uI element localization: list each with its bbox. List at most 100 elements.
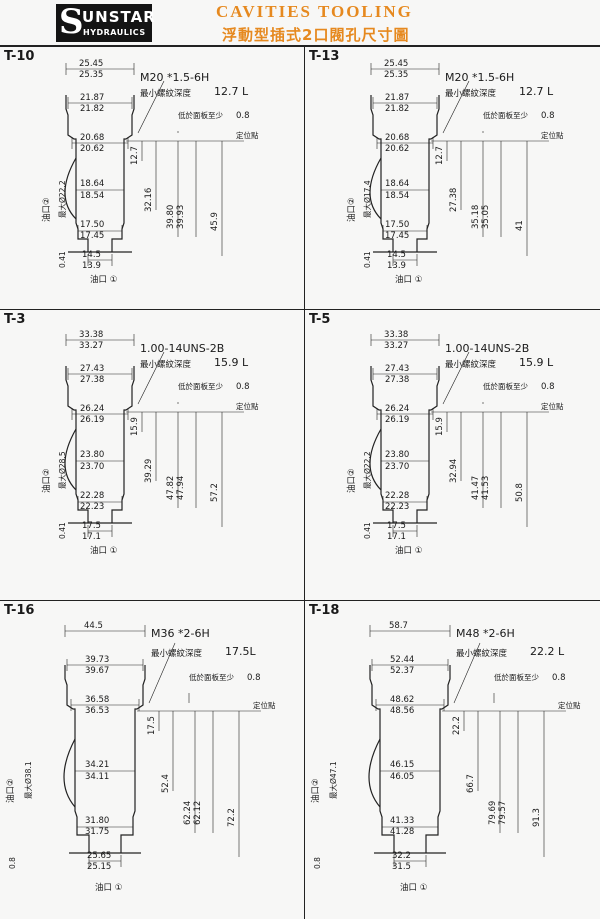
thread-spec: M36 *2-6H [151, 627, 210, 640]
dia-3-min: 36.53 [85, 706, 110, 716]
dia-6-max: 17.5 [387, 521, 406, 531]
thread-spec: M20 *1.5-6H [445, 71, 515, 84]
dia-6-max: 32.2 [392, 851, 411, 861]
port-2-label: 油口② [311, 778, 321, 803]
dia-5-min: 22.23 [80, 502, 105, 512]
depth-4-value: 91.3 [532, 808, 542, 827]
below-face-label: 低於面板至少 [483, 382, 528, 391]
cavity-wall [65, 95, 89, 252]
dia-1-max: 58.7 [389, 621, 408, 631]
port-bulge [63, 738, 76, 808]
port-2-label: 油口② [6, 778, 16, 803]
dia-5-max: 31.80 [85, 816, 110, 826]
dia-6-min: 17.1 [387, 532, 406, 542]
below-face-value: 0.8 [247, 673, 261, 683]
position-point-label: 定位點 [236, 402, 259, 411]
below-face-label: 低於面板至少 [494, 673, 539, 682]
depth-1-value: 17.5 [147, 716, 157, 735]
dia-3-min: 20.62 [80, 144, 105, 154]
depth-1-value: 12.7 [130, 146, 140, 165]
dia-6-min: 13.9 [82, 261, 101, 271]
position-point-label: 定位點 [541, 402, 564, 411]
depth-2-value: 32.94 [449, 458, 459, 483]
dia-4-min: 18.54 [80, 191, 105, 201]
cavity-wall [65, 366, 89, 523]
panel-title: T-3 [4, 312, 26, 327]
dia-6-max: 17.5 [82, 521, 101, 531]
max-diameter-label: 最大Ø17.4 [363, 180, 372, 218]
cavity-panel-t-10: T-10 M20 *1.5-6H 最小螺紋深度 12.7 L 低於面板至少 0.… [0, 47, 304, 309]
depth-3-min: 35.05 [481, 204, 491, 229]
dia-3-min: 26.19 [385, 415, 410, 425]
dia-3-max: 48.62 [390, 695, 415, 705]
row-divider-1 [0, 309, 600, 310]
dia-6-min: 13.9 [387, 261, 406, 271]
port-bulge [369, 428, 382, 491]
dia-6-max: 14.5 [387, 250, 406, 260]
below-face-label: 低於面板至少 [189, 673, 234, 682]
position-point-label: 定位點 [253, 701, 276, 710]
dia-4-min: 23.70 [385, 462, 410, 472]
depth-3-max: 62.24 [183, 800, 193, 825]
below-face-value: 0.8 [236, 111, 250, 121]
dia-2-min: 52.37 [390, 666, 415, 676]
depth-3-max: 35.18 [471, 204, 481, 229]
thread-spec: 1.00-14UNS-2B [445, 342, 530, 355]
depth-3-min: 62.12 [193, 800, 203, 825]
dia-1-max: 33.38 [384, 330, 409, 340]
depth-3-min: 39.93 [176, 204, 186, 229]
depth-1-value: 15.9 [435, 417, 445, 436]
depth-4-value: 72.2 [227, 808, 237, 827]
dia-2-max: 52.44 [390, 655, 415, 665]
port-bulge [369, 157, 382, 220]
dia-4-max: 23.80 [80, 450, 105, 460]
dia-6-max: 25.65 [87, 851, 112, 861]
cavity-drawing [63, 625, 261, 867]
depth-2-value: 32.16 [144, 187, 154, 212]
depth-1-value: 22.2 [452, 716, 462, 735]
dia-4-max: 46.15 [390, 760, 415, 770]
logo-name: UNSTAR [82, 8, 156, 26]
max-diameter-label: 最大Ø38.1 [24, 761, 33, 799]
dia-1-max: 25.45 [79, 59, 104, 69]
position-point-label: 定位點 [541, 131, 564, 140]
cavity-wall [425, 665, 451, 853]
depth-4-value: 41 [515, 220, 525, 231]
thread-depth-value: 22.2 L [530, 645, 565, 658]
thread-depth-value: 15.9 L [214, 356, 249, 369]
dia-3-max: 26.24 [80, 404, 105, 414]
thread-depth-value: 12.7 L [214, 85, 249, 98]
below-face-label: 低於面板至少 [178, 382, 223, 391]
dia-5-min: 41.28 [390, 827, 415, 837]
depth-3-min: 79.57 [498, 800, 508, 825]
depth-4-value: 57.2 [210, 483, 220, 502]
port-bulge [64, 157, 77, 220]
bottom-offset-value: 0.41 [363, 251, 372, 268]
panel-title: T-16 [4, 603, 35, 618]
dia-1-min: 33.27 [384, 341, 409, 351]
column-divider [304, 45, 305, 919]
dia-3-max: 26.24 [385, 404, 410, 414]
thread-depth-value: 12.7 L [519, 85, 554, 98]
below-face-label: 低於面板至少 [178, 111, 223, 120]
port-2-label: 油口② [42, 197, 52, 222]
dia-1-min: 25.35 [384, 70, 409, 80]
cavity-wall [120, 665, 146, 853]
dia-4-max: 18.64 [385, 179, 410, 189]
depth-2-value: 52.4 [161, 774, 171, 793]
depth-4-value: 50.8 [515, 483, 525, 502]
dia-1-max: 33.38 [79, 330, 104, 340]
dia-1-max: 25.45 [384, 59, 409, 69]
dia-4-max: 34.21 [85, 760, 110, 770]
below-face-value: 0.8 [541, 382, 555, 392]
dia-1-max: 44.5 [84, 621, 103, 631]
thread-leader [453, 642, 481, 704]
dia-2-min: 21.82 [80, 104, 105, 114]
cavity-panel-t-5: T-5 1.00-14UNS-2B 最小螺紋深度 15.9 L 低於面板至少 0… [305, 310, 600, 600]
thread-leader [442, 80, 470, 134]
below-face-label: 低於面板至少 [483, 111, 528, 120]
depth-3-max: 41.47 [471, 475, 481, 500]
dia-5-max: 17.50 [80, 220, 105, 230]
position-point-label: 定位點 [236, 131, 259, 140]
dia-4-min: 18.54 [385, 191, 410, 201]
